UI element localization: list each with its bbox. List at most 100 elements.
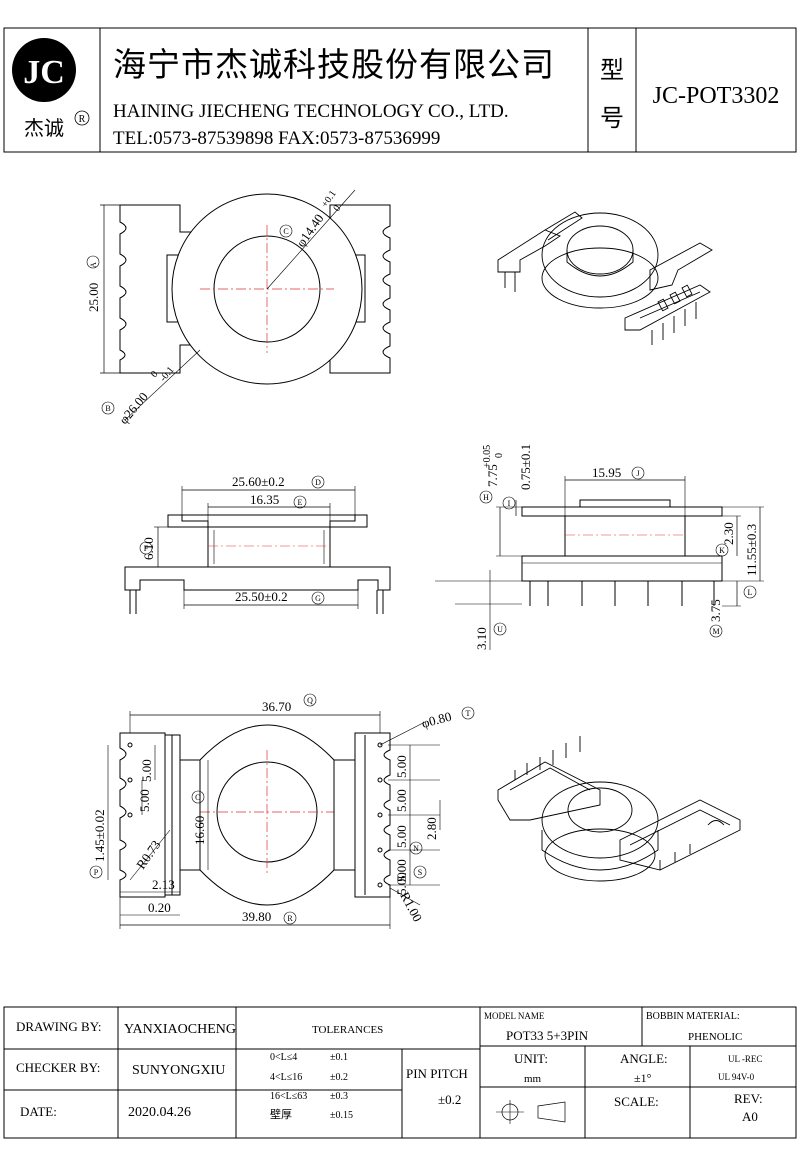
title-block-table xyxy=(3,1006,797,1139)
dim-bottom-right-p5: 5.00 xyxy=(394,872,409,895)
rev-value: A0 xyxy=(742,1109,758,1124)
dim-bottom-total: 39.80 xyxy=(242,909,271,924)
registered-text: R xyxy=(79,114,86,125)
bottom-view: 36.70 Q φ0.80 T 5.00 5.00 1.45±0.02 P R0… xyxy=(89,693,475,929)
ref-g: G xyxy=(315,594,321,603)
ref-j: J xyxy=(636,469,639,478)
dim-bottom-left-pitch2: 5.00 xyxy=(137,789,152,812)
dim-right-height-tol: +0.05 xyxy=(482,445,493,468)
ref-q: Q xyxy=(307,696,313,705)
tol-row2-range: 4<L≤16 xyxy=(270,1072,302,1083)
tol-row2-val: ±0.2 xyxy=(330,1072,348,1083)
ref-f: F xyxy=(144,544,149,553)
tol-row3-val: ±0.3 xyxy=(330,1091,348,1102)
registered-mark xyxy=(74,110,90,126)
title-block-header: JC 杰诚 R 海宁市杰诚科技股份有限公司 HAINING JIECHENG T… xyxy=(3,27,797,153)
dim-side-width-bottom: 25.50±0.2 xyxy=(235,589,288,604)
logo-circle xyxy=(12,38,76,102)
model-code: JC-POT3302 xyxy=(653,83,780,109)
dim-bottom-left-offset: 1.45±0.02 xyxy=(92,809,107,862)
ref-o: O xyxy=(195,793,201,802)
dim-bottom-r073: R0.73 xyxy=(133,837,163,871)
dim-top-outer-tol2: 0 xyxy=(149,369,161,380)
company-name-cn: 海宁市杰诚科技股份有限公司 xyxy=(113,47,555,84)
ul-94v0: UL 94V-0 xyxy=(718,1072,755,1082)
dim-bottom-pin-dia: φ0.80 xyxy=(420,709,453,731)
drawing-by-value: YANXIAOCHENG xyxy=(124,1022,236,1037)
date-label: DATE: xyxy=(20,1104,57,1119)
dim-bottom-right-p1: 5.00 xyxy=(394,755,409,778)
rev-label: REV: xyxy=(734,1091,763,1106)
drawing-by-label: DRAWING BY: xyxy=(16,1019,102,1034)
tolerances-label: TOLERANCES xyxy=(312,1024,383,1036)
ref-t: T xyxy=(466,709,471,718)
tol-row3-range: 16<L≤63 xyxy=(270,1091,307,1102)
dim-side-width-top: 25.60±0.2 xyxy=(232,474,285,489)
date-value: 2020.04.26 xyxy=(128,1105,191,1120)
dim-bottom-right-p2: 5.00 xyxy=(394,789,409,812)
angle-value: ±1° xyxy=(634,1071,652,1085)
dim-top-outer-dia: φ26.00 xyxy=(116,389,151,427)
dim-bottom-213: 2.13 xyxy=(152,877,175,892)
logo-cn: 杰诚 xyxy=(24,117,64,140)
dim-right-height-all: 11.55±0.3 xyxy=(744,524,759,576)
dim-top-inner-tol2: 0 xyxy=(331,203,343,213)
ref-n: N xyxy=(413,844,419,853)
pin-pitch-value: ±0.2 xyxy=(438,1092,461,1107)
ref-e: E xyxy=(298,498,303,507)
model-name-value: POT33 5+3PIN xyxy=(506,1028,589,1043)
ref-l: L xyxy=(748,588,753,597)
checker-by-value: SUNYONGXIU xyxy=(132,1063,225,1078)
ref-s: S xyxy=(418,868,422,877)
bobbin-material-label: BOBBIN MATERIAL: xyxy=(646,1011,740,1022)
tol-row4-val: ±0.15 xyxy=(330,1110,353,1121)
unit-label: UNIT: xyxy=(514,1051,548,1066)
dim-bottom-020: 0.20 xyxy=(148,900,171,915)
dim-bottom-r1: R1.00 xyxy=(397,889,425,924)
angle-label: ANGLE: xyxy=(620,1051,668,1066)
ref-k: K xyxy=(719,546,725,555)
ref-c: C xyxy=(283,227,288,236)
ref-r: R xyxy=(287,914,293,923)
pin-pitch-label: PIN PITCH xyxy=(406,1066,468,1081)
tol-row4-range: 壁厚 xyxy=(270,1107,292,1121)
model-name-label: MODEL NAME xyxy=(484,1011,545,1021)
company-contact: TEL:0573-87539898 FAX:0573-87536999 xyxy=(113,128,440,149)
ref-u: U xyxy=(497,625,503,634)
top-view: 25.00 A φ14.40 +0.1 0 C φ26.00 -0.1 0 B xyxy=(86,189,391,427)
dim-right-pin: 3.75 xyxy=(708,599,723,622)
ul-rec: UL -REC xyxy=(728,1054,762,1064)
dim-right-height-total: 7.75 xyxy=(485,464,500,487)
tol-row1-range: 0<L≤4 xyxy=(270,1052,297,1063)
dim-top-height: 25.00 xyxy=(86,283,101,312)
scale-label: SCALE: xyxy=(614,1094,659,1109)
dim-side-height-core: 6.10 xyxy=(141,537,156,560)
dim-right-height-tol2: 0 xyxy=(494,453,505,458)
ref-p: P xyxy=(94,868,99,877)
side-view: 25.60±0.2 D 16.35 E 6.10 F 25.50±0.2 G xyxy=(124,474,391,614)
ref-i: I xyxy=(508,499,511,508)
iso-view-bottom xyxy=(497,736,741,882)
dim-right-width-core: 15.95 xyxy=(592,465,621,480)
dim-right-flange: 0.75±0.1 xyxy=(518,444,533,490)
dim-bottom-right-p3: 5.00 xyxy=(394,825,409,848)
dim-bottom-280: 2.80 xyxy=(424,817,439,840)
dim-bottom-left-pitch1: 5.00 xyxy=(139,759,154,782)
checker-by-label: CHECKER BY: xyxy=(16,1060,100,1075)
dim-side-width-core: 16.35 xyxy=(250,492,279,507)
logo-text: JC xyxy=(23,54,65,91)
dim-right-pin2: 3.10 xyxy=(474,627,489,650)
ref-a: A xyxy=(89,262,98,268)
company-name-en: HAINING JIECHENG TECHNOLOGY CO., LTD. xyxy=(113,101,509,122)
type-label-1: 型 xyxy=(600,57,624,84)
ref-d: D xyxy=(315,478,321,487)
ref-h: H xyxy=(483,493,489,502)
tol-row1-val: ±0.1 xyxy=(330,1052,348,1063)
ref-b: B xyxy=(105,404,110,413)
iso-view-top xyxy=(497,211,713,345)
dim-bottom-core: 16.60 xyxy=(192,816,207,845)
bobbin-material-value: PHENOLIC xyxy=(688,1031,742,1043)
dim-bottom-right-p4: 5.00 xyxy=(394,859,409,882)
type-label-2: 号 xyxy=(600,106,624,132)
